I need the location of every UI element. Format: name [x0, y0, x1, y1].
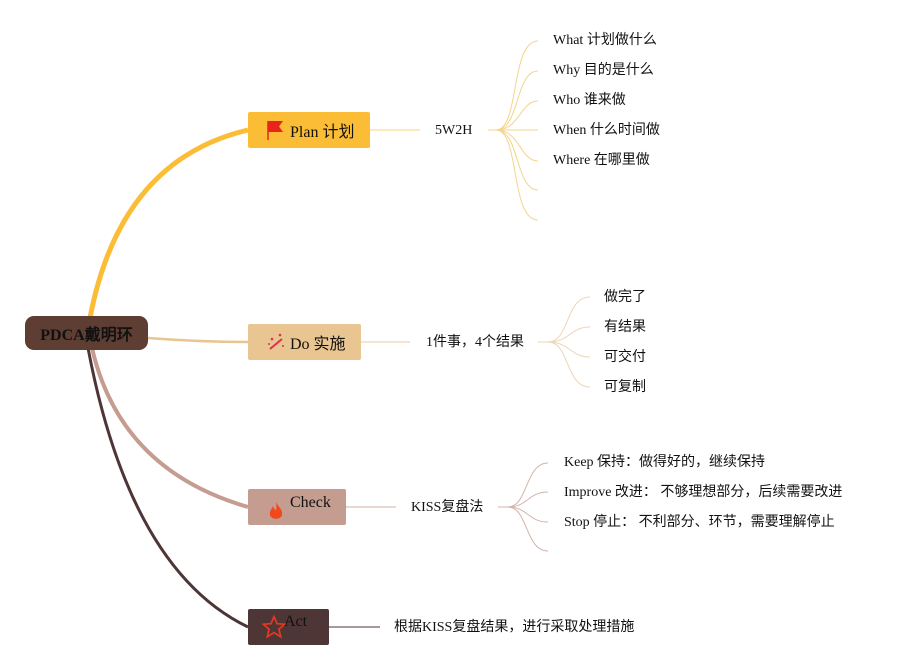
do-leaf-links: [538, 296, 591, 388]
act-label: Act: [284, 613, 308, 630]
do-label: Do 实施: [290, 336, 346, 353]
link-root-check: [90, 347, 249, 509]
plan-node[interactable]: Plan 计划: [248, 112, 370, 148]
check-sub-node[interactable]: KISS复盘法: [411, 500, 484, 515]
act-node[interactable]: Act: [248, 609, 329, 645]
do-leaf[interactable]: 可复制: [604, 380, 646, 395]
do-sub-node[interactable]: 1件事，4个结果: [426, 335, 524, 350]
do-leaf[interactable]: 有结果: [604, 320, 646, 335]
flag-icon: [267, 121, 283, 140]
do-node[interactable]: Do 实施: [248, 324, 361, 360]
check-leaf[interactable]: Improve 改进： 不够理想部分，后续需要改进: [564, 485, 843, 500]
act-sub-node[interactable]: 根据KISS复盘结果，进行采取处理措施: [394, 620, 635, 635]
plan-leaf[interactable]: Who 谁来做: [553, 93, 626, 108]
link-root-act: [86, 347, 249, 629]
plan-leaf[interactable]: Why 目的是什么: [553, 63, 654, 78]
plan-leaf[interactable]: When 什么时间做: [553, 123, 660, 138]
plan-leaf[interactable]: Where 在哪里做: [553, 153, 650, 168]
link-root-plan: [87, 127, 249, 319]
plan-leaf[interactable]: What 计划做什么: [553, 33, 657, 48]
check-leaf[interactable]: Stop 停止： 不利部分、环节，需要理解停止: [564, 515, 835, 530]
link-root-do: [147, 336, 249, 344]
check-node[interactable]: Check: [248, 489, 346, 525]
fire-icon: [269, 502, 283, 519]
star-icon: [262, 615, 286, 639]
magic-wand-icon: [268, 333, 284, 350]
plan-label: Plan 计划: [290, 124, 355, 141]
plan-sub-node[interactable]: 5W2H: [435, 123, 473, 138]
do-leaf[interactable]: 可交付: [604, 350, 646, 365]
plan-leaf-links: [488, 40, 539, 221]
check-leaf[interactable]: Keep 保持：做得好的，继续保持: [564, 455, 766, 470]
check-label: Check: [290, 494, 331, 511]
do-leaf[interactable]: 做完了: [604, 290, 646, 305]
check-leaf-links: [498, 462, 549, 552]
root-node[interactable]: PDCA戴明环: [25, 316, 148, 350]
root-label: PDCA戴明环: [40, 327, 133, 344]
